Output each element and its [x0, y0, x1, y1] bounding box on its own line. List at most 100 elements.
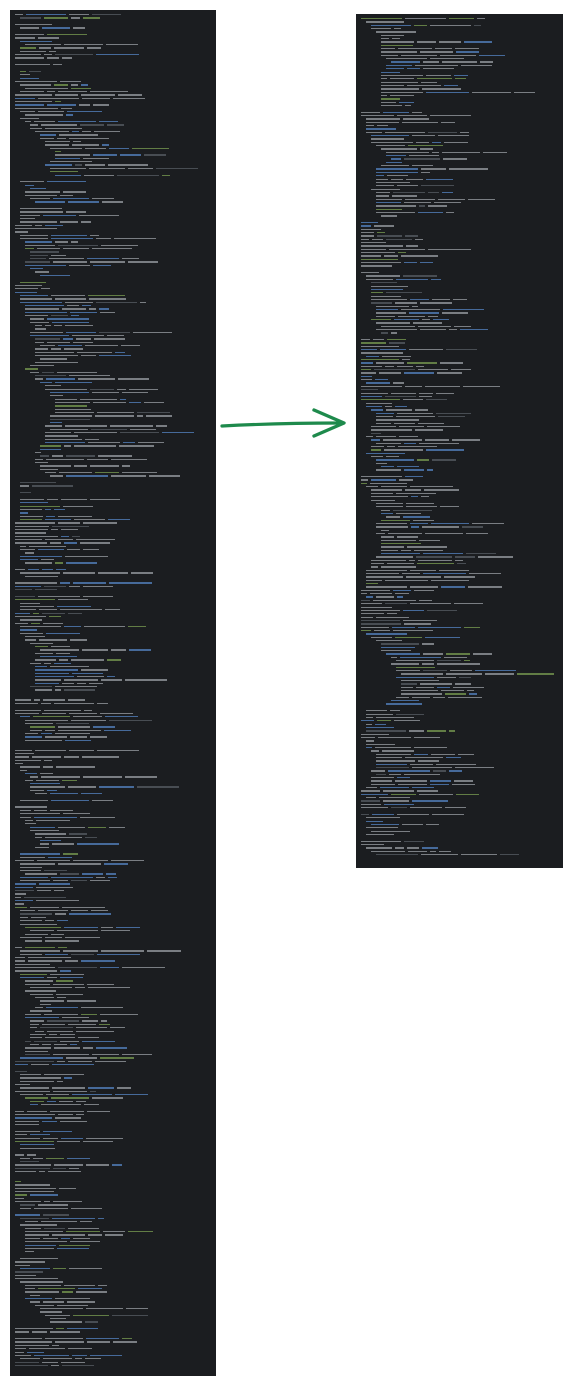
- code-before-line: [13, 451, 213, 454]
- code-after-line: [359, 164, 560, 167]
- code-after-line: [359, 345, 560, 348]
- code-after-line: [359, 328, 560, 331]
- code-before-line: [13, 1040, 213, 1043]
- code-before-line: [13, 120, 213, 123]
- code-before-line: [13, 448, 213, 451]
- code-after-line: [359, 425, 560, 428]
- code-after-line: [359, 783, 560, 786]
- code-before-line: [13, 1237, 213, 1240]
- code-after-line: [359, 525, 560, 528]
- code-before-line: [13, 381, 213, 384]
- code-after-line: [359, 398, 560, 401]
- code-before-line: [13, 113, 213, 116]
- code-before-line: [13, 926, 213, 929]
- right-arrow-icon: [220, 408, 346, 438]
- code-before-line: [13, 474, 213, 477]
- code-after-line: [359, 261, 560, 264]
- code-before-line: [13, 538, 213, 541]
- code-before-line: [13, 1294, 213, 1297]
- code-before-line: [13, 889, 213, 892]
- code-after-line: [359, 87, 560, 90]
- code-after-line: [359, 368, 560, 371]
- code-before-line: [13, 123, 213, 126]
- code-after-line: [359, 488, 560, 491]
- code-before-line: [13, 862, 213, 865]
- code-after-line: [359, 509, 560, 512]
- code-after-line: [359, 131, 560, 134]
- code-after-line: [359, 191, 560, 194]
- code-before-line: [13, 648, 213, 651]
- code-after-line: [359, 228, 560, 231]
- code-before-line: [13, 635, 213, 638]
- code-after-line: [359, 388, 560, 391]
- code-before-line: [13, 602, 213, 605]
- code-before-line: [13, 73, 213, 76]
- code-before-line: [13, 759, 213, 762]
- code-after-line: [359, 171, 560, 174]
- code-after-line: [359, 575, 560, 578]
- code-before-line: [13, 341, 213, 344]
- code-before-line: [13, 792, 213, 795]
- code-before-line: [13, 1317, 213, 1320]
- code-after-line: [359, 154, 560, 157]
- code-before-line: [13, 852, 213, 855]
- code-before-line: [13, 622, 213, 625]
- code-before-line: [13, 752, 213, 755]
- code-after-line: [359, 84, 560, 87]
- code-before-line: [13, 220, 213, 223]
- code-before-line: [13, 287, 213, 290]
- code-after-line: [359, 846, 560, 849]
- code-before-line: [13, 501, 213, 504]
- code-before-line: [13, 1364, 213, 1367]
- code-after-line: [359, 619, 560, 622]
- code-before-line: [13, 454, 213, 457]
- code-before-line: [13, 882, 213, 885]
- code-after-line: [359, 840, 560, 843]
- code-before-line: [13, 167, 213, 170]
- code-before-line: [13, 260, 213, 263]
- code-before-line: [13, 819, 213, 822]
- code-before-line: [13, 1133, 213, 1136]
- code-after-line: [359, 763, 560, 766]
- code-after-line: [359, 181, 560, 184]
- code-before-line: [13, 966, 213, 969]
- code-after-line: [359, 315, 560, 318]
- code-after-line: [359, 515, 560, 518]
- code-before-line: [13, 933, 213, 936]
- code-before-line: [13, 585, 213, 588]
- code-after-line: [359, 766, 560, 769]
- code-before-line: [13, 638, 213, 641]
- code-after-line: [359, 325, 560, 328]
- code-before-line: [13, 685, 213, 688]
- code-after-line: [359, 331, 560, 334]
- code-before-line: [13, 879, 213, 882]
- code-before-line: [13, 23, 213, 26]
- code-before-line: [13, 1063, 213, 1066]
- code-after-line: [359, 351, 560, 354]
- code-after-line: [359, 285, 560, 288]
- code-before-line: [13, 993, 213, 996]
- code-before-line: [13, 1006, 213, 1009]
- code-before-line: [13, 351, 213, 354]
- code-after-line: [359, 736, 560, 739]
- code-before-line: [13, 839, 213, 842]
- code-after-line: [359, 806, 560, 809]
- code-after-line: [359, 188, 560, 191]
- code-after-line: [359, 258, 560, 261]
- code-before-line: [13, 1113, 213, 1116]
- code-after-line: [359, 311, 560, 314]
- code-before-line: [13, 354, 213, 357]
- code-before-line: [13, 625, 213, 628]
- code-before-line: [13, 1220, 213, 1223]
- code-before-line: [13, 230, 213, 233]
- code-before-line: [13, 719, 213, 722]
- code-after-line: [359, 201, 560, 204]
- code-before-line: [13, 428, 213, 431]
- code-after-line: [359, 47, 560, 50]
- code-after-line: [359, 254, 560, 257]
- code-after-line: [359, 813, 560, 816]
- code-after-line: [359, 24, 560, 27]
- code-before-line: [13, 702, 213, 705]
- code-before-line: [13, 43, 213, 46]
- code-after-line: [359, 636, 560, 639]
